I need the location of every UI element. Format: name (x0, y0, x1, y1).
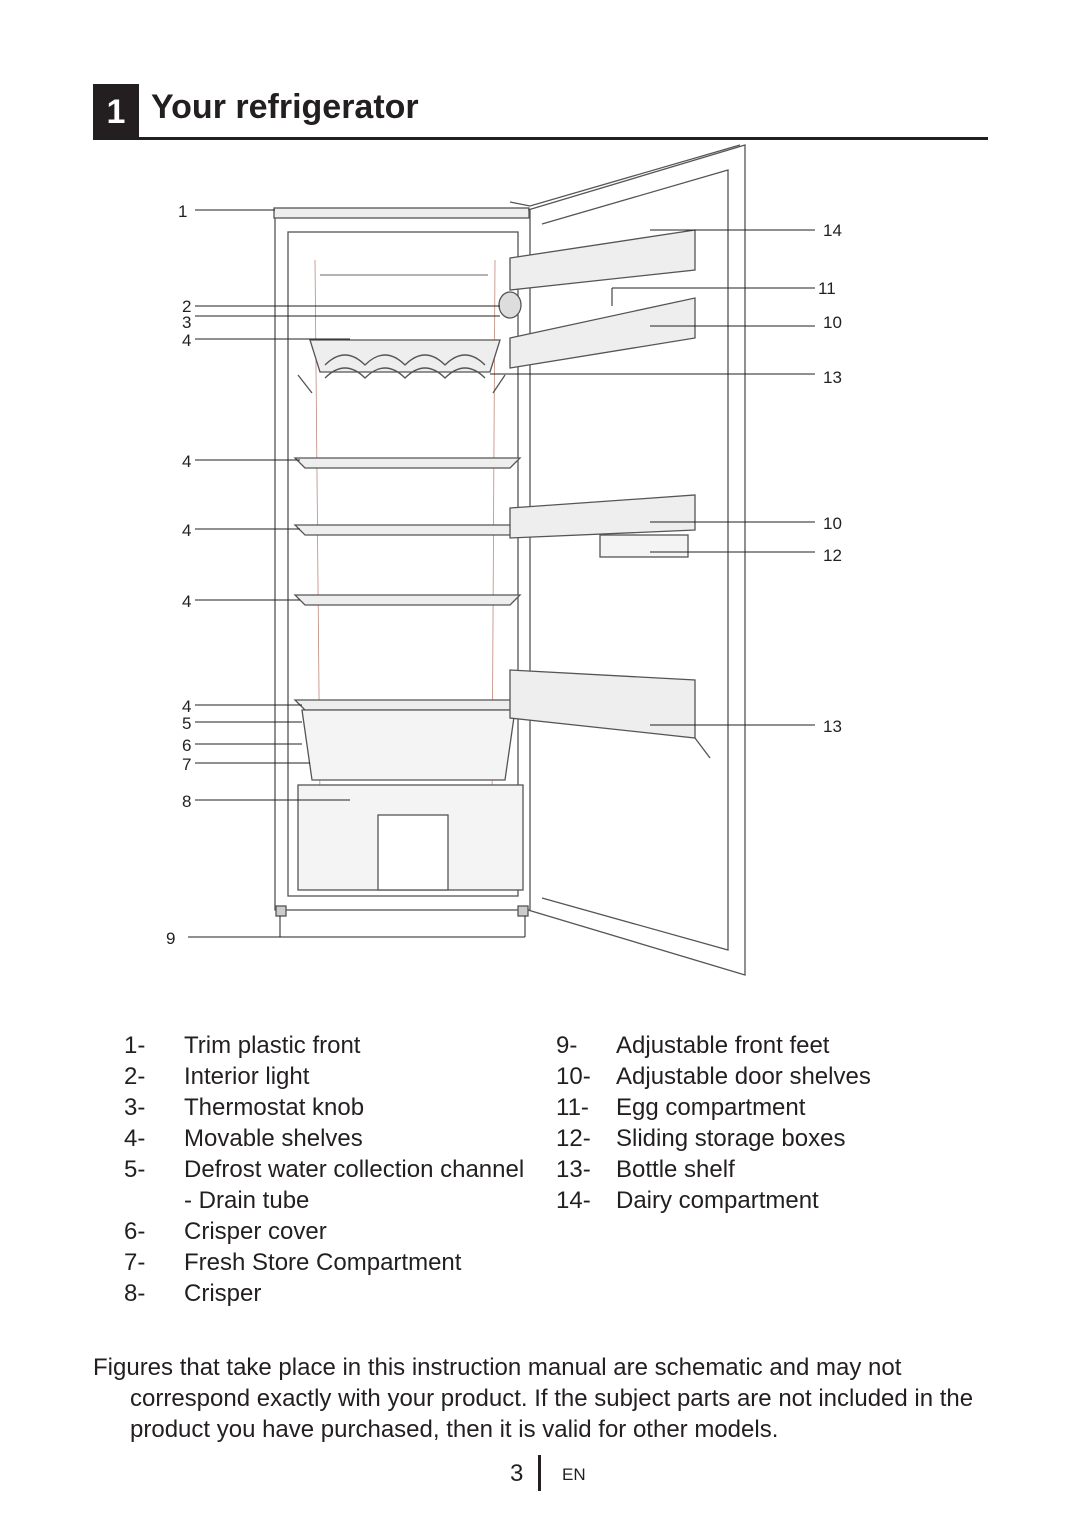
refrigerator-diagram: 1 2 3 4 4 4 4 4 5 6 7 8 9 14 11 10 13 10… (150, 140, 870, 990)
legend-number: 1- (124, 1032, 146, 1059)
section-number: 1 (93, 84, 139, 140)
legend-text: Crisper cover (184, 1218, 327, 1245)
callout-4: 4 (182, 592, 191, 611)
interior-light (498, 291, 522, 319)
language-code: EN (562, 1465, 586, 1484)
door-outline (527, 144, 746, 976)
legend-item: 13- Bottle shelf (556, 1154, 876, 1185)
callout-11: 11 (818, 279, 836, 298)
legend-text: Interior light (184, 1063, 310, 1090)
callout-5: 5 (182, 714, 191, 733)
legend-number: 3- (124, 1094, 146, 1121)
callout-4: 4 (182, 331, 191, 350)
callout-10: 10 (823, 514, 842, 533)
callout-14: 14 (823, 221, 842, 240)
wine-rack (309, 339, 501, 373)
egg-compartment (509, 297, 696, 369)
legend-text: Egg compartment (616, 1094, 806, 1121)
legend-item: 6- Crisper cover (124, 1216, 534, 1247)
legend-right: 9- Adjustable front feet 10- Adjustable do… (556, 1030, 876, 1216)
front-foot-left (275, 905, 287, 917)
fresh-store-compartment (301, 709, 516, 781)
legend-number: 6- (124, 1218, 146, 1245)
legend-item: 14- Dairy compartment (556, 1185, 876, 1216)
legend-item: 10- Adjustable door shelves (556, 1061, 876, 1092)
legend-number: 14- (556, 1187, 591, 1214)
disclaimer-note: Figures that take place in this instruct… (93, 1354, 974, 1443)
callout-9: 9 (166, 929, 175, 948)
legend-number: 8- (124, 1280, 146, 1307)
callout-7: 7 (182, 755, 191, 774)
sliding-storage-box (599, 534, 689, 558)
refrigerator-illustration: 1 2 3 4 4 4 4 4 5 6 7 8 9 14 11 10 13 10… (166, 144, 842, 976)
legend-item: 1- Trim plastic front (124, 1030, 534, 1061)
shelf-2 (293, 524, 522, 536)
legend-text: Trim plastic front (184, 1032, 361, 1059)
shelf-4 (293, 699, 522, 711)
page-number: 3 (510, 1460, 524, 1487)
section-title: Your refrigerator (151, 88, 419, 126)
shelf-3 (293, 594, 522, 606)
bottle-shelf (509, 669, 696, 739)
legend-number: 2- (124, 1063, 146, 1090)
legend-item: 4- Movable shelves (124, 1123, 534, 1154)
legend-number: 10- (556, 1063, 591, 1090)
callout-4: 4 (182, 452, 191, 471)
legend-number: 12- (556, 1125, 591, 1152)
legend-item: 11- Egg compartment (556, 1092, 876, 1123)
legend-text: Thermostat knob (184, 1094, 365, 1121)
callout-10: 10 (823, 313, 842, 332)
legend-text: Adjustable front feet (616, 1032, 830, 1059)
dairy-compartment (509, 229, 696, 291)
legend-text: Defrost water collection channel - Drain… (184, 1156, 525, 1214)
callout-3: 3 (182, 313, 191, 332)
legend-item: 7- Fresh Store Compartment (124, 1247, 534, 1278)
legend-item: 9- Adjustable front feet (556, 1030, 876, 1061)
callout-4: 4 (182, 521, 191, 540)
legend-text: Dairy compartment (616, 1187, 819, 1214)
legend-text: Movable shelves (184, 1125, 363, 1152)
legend-text: Crisper (184, 1280, 262, 1307)
header-rule (139, 137, 988, 140)
callout-6: 6 (182, 736, 191, 755)
legend-item: 3- Thermostat knob (124, 1092, 534, 1123)
footer-divider (538, 1455, 541, 1491)
legend-text: Fresh Store Compartment (184, 1249, 462, 1276)
legend-text: Bottle shelf (616, 1156, 735, 1183)
callout-8: 8 (182, 792, 191, 811)
callout-4: 4 (182, 697, 191, 716)
legend-number: 4- (124, 1125, 146, 1152)
front-foot-right (517, 905, 529, 917)
legend-number: 7- (124, 1249, 146, 1276)
section-header: 1 Your refrigerator (93, 84, 988, 140)
callout-12: 12 (823, 546, 842, 565)
door-shelf (509, 494, 696, 539)
legend-item: 8- Crisper (124, 1278, 534, 1309)
legend-text: Adjustable door shelves (616, 1063, 871, 1090)
legend-item: 2- Interior light (124, 1061, 534, 1092)
legend-number: 5- (124, 1156, 146, 1183)
legend-item: 5- Defrost water collection channel - Dra… (124, 1154, 534, 1216)
callout-2: 2 (182, 297, 191, 316)
legend-number: 13- (556, 1156, 591, 1183)
callout-13: 13 (823, 368, 842, 387)
callout-1: 1 (178, 202, 187, 221)
legend-left: 1- Trim plastic front 2- Interior light 3-… (124, 1030, 534, 1309)
legend-number: 11- (556, 1094, 589, 1121)
legend-item: 12- Sliding storage boxes (556, 1123, 876, 1154)
legend-number: 9- (556, 1032, 578, 1059)
trim-plastic-front (273, 207, 530, 219)
legend-text: Sliding storage boxes (616, 1125, 846, 1152)
shelf-1 (293, 457, 522, 469)
callout-13: 13 (823, 717, 842, 736)
